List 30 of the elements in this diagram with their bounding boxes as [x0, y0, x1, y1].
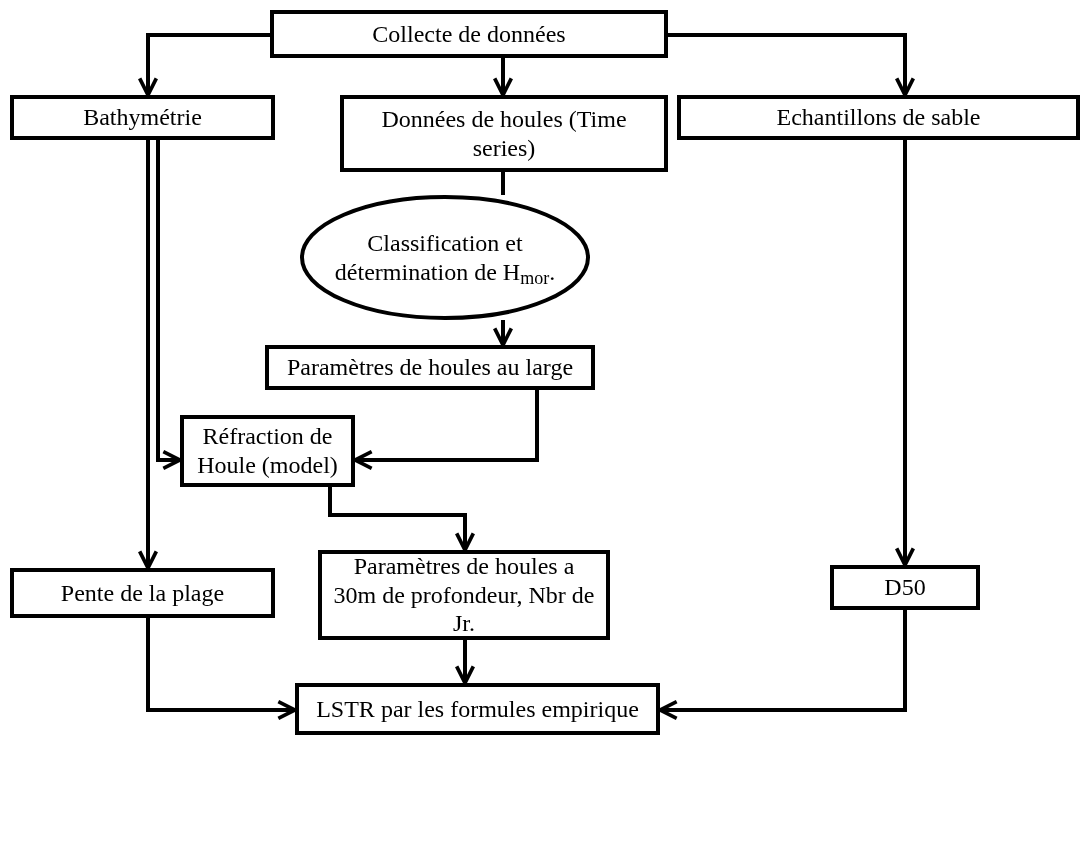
- process-box: [677, 95, 1080, 140]
- node-label: Classification et détermination de H$_{mor}$.: [333, 228, 557, 287]
- node-label: Réfraction de Houle (model): [196, 422, 339, 480]
- arrow: [668, 33, 916, 97]
- arrow: [454, 640, 476, 685]
- process-box: [180, 415, 355, 487]
- process-box: [295, 683, 660, 735]
- arrow: [146, 618, 297, 721]
- arrow: [137, 140, 159, 570]
- process-box: [270, 10, 668, 58]
- node-label: Bathymétrie: [83, 103, 202, 132]
- arrow: [137, 33, 270, 97]
- process-box: [10, 568, 275, 618]
- arrow: [156, 140, 182, 471]
- node-label: Données de houles (Time series): [380, 104, 628, 163]
- node-label: Paramètres de houles au large: [286, 353, 574, 382]
- process-box: [265, 345, 595, 390]
- node-label: Collecte de données: [372, 19, 566, 49]
- process-box: [340, 95, 668, 172]
- process-box: [10, 95, 275, 140]
- node-label: Pente de la plage: [60, 578, 225, 608]
- node-label: D50: [884, 573, 926, 602]
- process-box: [830, 565, 980, 610]
- arrow: [492, 320, 514, 347]
- arrow: [492, 58, 514, 97]
- node-label: Paramètres de houles a 30m de profondeur, Nbr de Jr.: [332, 551, 596, 639]
- node-label: LSTR par les formules empirique: [316, 694, 639, 724]
- arrow: [894, 140, 916, 567]
- node-label: Echantillons de sable: [776, 103, 981, 132]
- arrow: [328, 487, 476, 552]
